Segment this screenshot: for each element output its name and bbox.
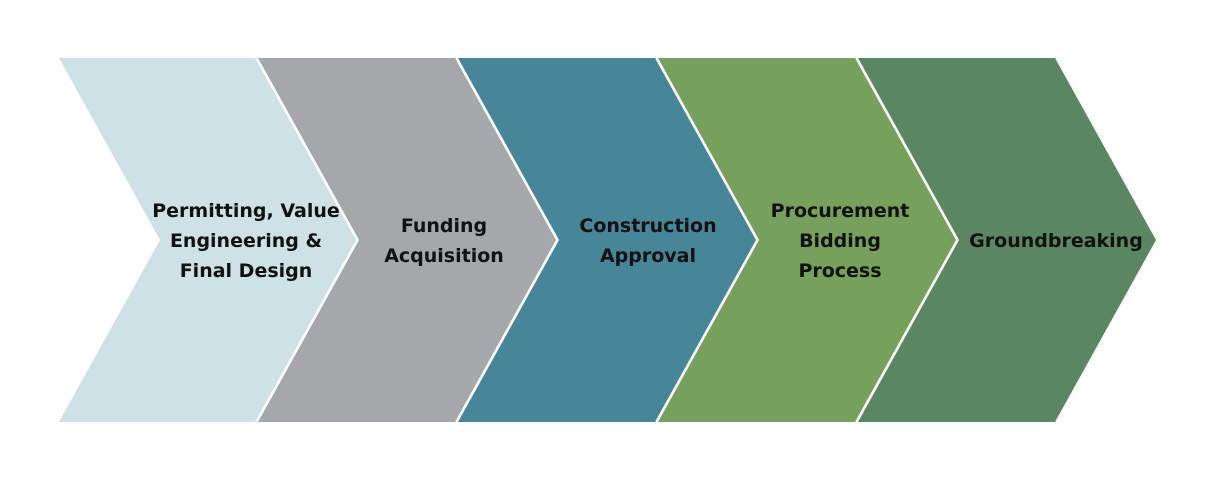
step-5-chevron xyxy=(858,58,1156,422)
step-2-label: Funding Acquisition xyxy=(384,215,504,267)
step-3-chevron xyxy=(458,58,756,422)
step-4-label: Procurement Bidding Process xyxy=(770,200,910,282)
step-1-chevron xyxy=(59,58,356,422)
step-5-label: Groundbreaking xyxy=(969,230,1143,252)
step-2-chevron xyxy=(258,58,556,422)
step-4-chevron xyxy=(658,58,956,422)
step-3-label: Construction Approval xyxy=(579,215,717,267)
step-1-label: Permitting, Value Engineering & Final De… xyxy=(152,200,340,282)
